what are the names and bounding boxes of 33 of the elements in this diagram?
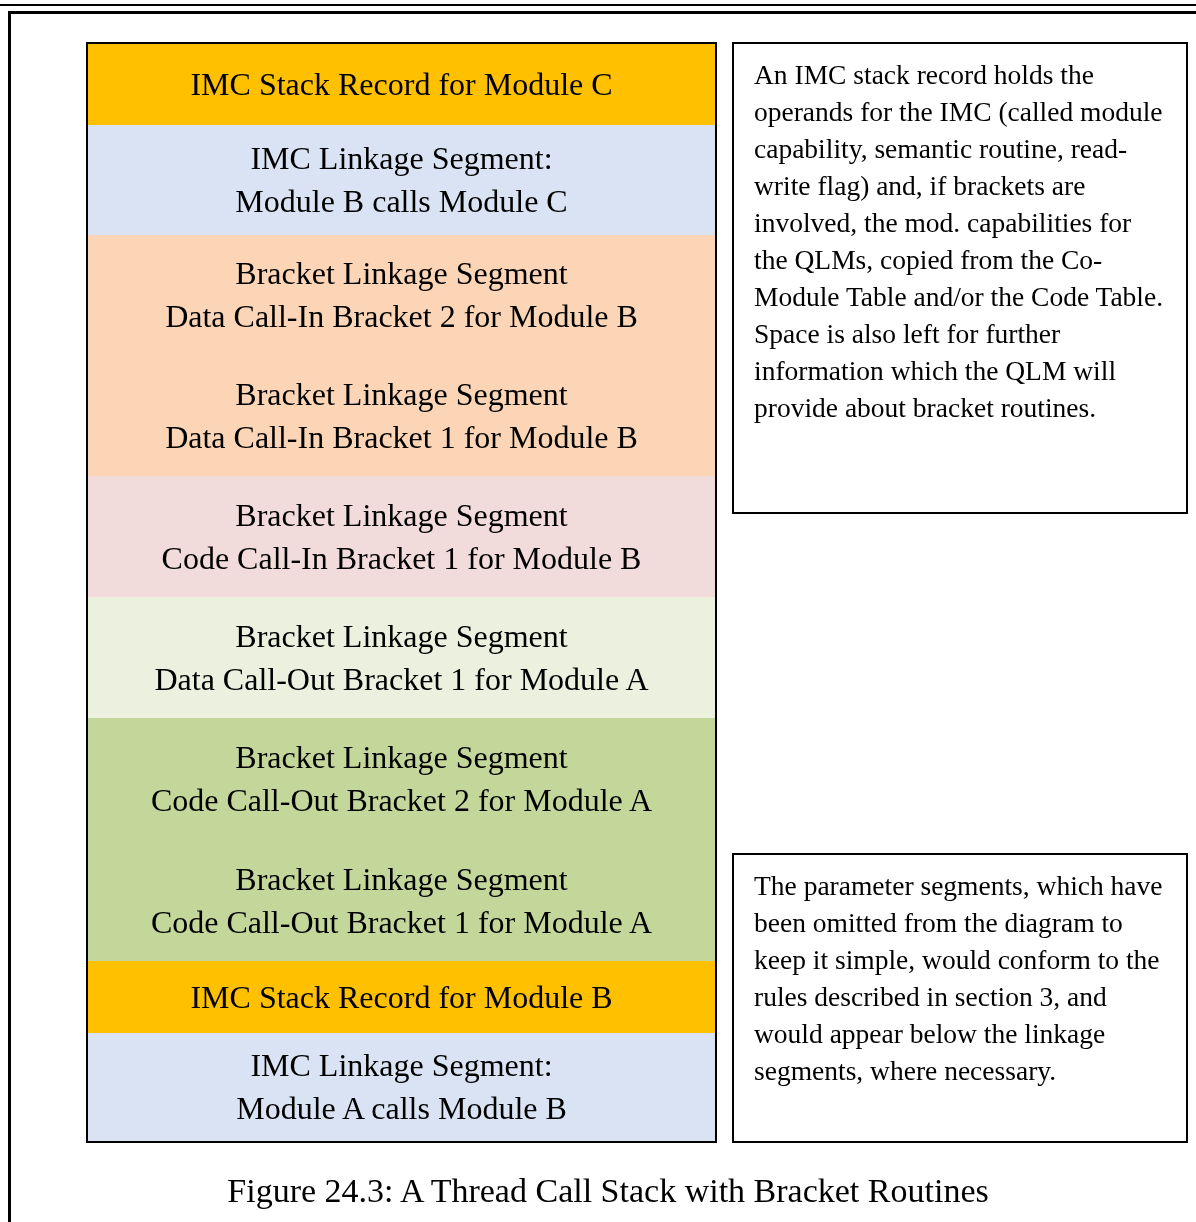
- segment-label: Data Call-Out Bracket 1 for Module A: [154, 659, 649, 699]
- stack-segment-box: [86, 125, 717, 237]
- segment-label: Bracket Linkage Segment: [235, 495, 568, 535]
- note-text: The parameter segments, which have been omitted from the diagram to keep it simple, would conform to the rules described in section 3, and would appear below the linkage segments, where necessary.: [754, 869, 1164, 1088]
- segment-label: Code Call-Out Bracket 1 for Module A: [150, 902, 653, 942]
- segment-label: Bracket Linkage Segment: [235, 616, 568, 656]
- segment-label: Code Call-In Bracket 1 for Module B: [161, 538, 642, 578]
- segment-label: IMC Linkage Segment:: [250, 1046, 553, 1085]
- stack-segment-box: [86, 718, 717, 842]
- segment-label: Data Call-In Bracket 2 for Module B: [165, 297, 638, 336]
- segment-label: Bracket Linkage Segment: [235, 859, 568, 899]
- stack-segment-box: [86, 355, 717, 478]
- segment-label: Module B calls Module C: [235, 182, 568, 221]
- stack-segment-box: [86, 961, 717, 1035]
- stack-segment-box: [86, 840, 717, 963]
- stack-segment-box: [86, 42, 717, 127]
- segment-label: Bracket Linkage Segment: [235, 374, 568, 414]
- stack-segment-box: [86, 1033, 717, 1143]
- stack-segment-box: [86, 476, 717, 599]
- stack-segment-box: [86, 597, 717, 720]
- figure-caption: Figure 24.3: A Thread Call Stack with Bracket Routines: [226, 1172, 990, 1210]
- segment-label: IMC Stack Record for Module C: [190, 65, 613, 104]
- note-text: An IMC stack record holds the operands for the IMC (called module capability, semantic routine, read-write flag) and, if brackets are involved, the mod. capabilities for the QLMs, copied from the Co-Module Table and/or the Code Table. Space is also left for further information which the QLM will provide about bracket routines.: [754, 58, 1165, 425]
- note-box: [732, 853, 1188, 1143]
- segment-label: Bracket Linkage Segment: [235, 738, 568, 777]
- segment-label: IMC Linkage Segment:: [250, 139, 553, 178]
- segment-label: Code Call-Out Bracket 2 for Module A: [150, 781, 653, 820]
- segment-label: Bracket Linkage Segment: [235, 254, 568, 293]
- stack-segment-box: [86, 235, 717, 357]
- note-box: [732, 42, 1188, 514]
- segment-label: IMC Stack Record for Module B: [190, 977, 613, 1017]
- segment-label: Data Call-In Bracket 1 for Module B: [165, 417, 638, 457]
- segment-label: Module A calls Module B: [236, 1089, 567, 1128]
